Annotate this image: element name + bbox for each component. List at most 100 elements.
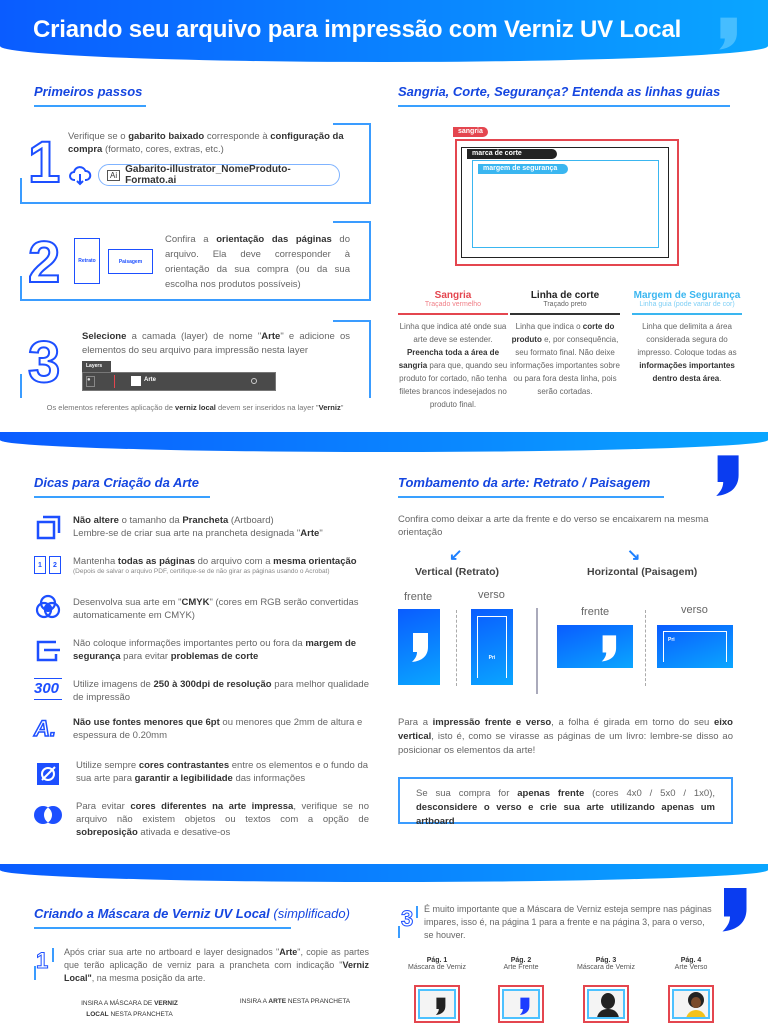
legend-body: Linha que delimita a área considerada se… xyxy=(632,315,742,385)
tip-resolution: Utilize imagens de 250 à 300dpi de resol… xyxy=(73,678,369,704)
legend-body: Linha que indica até onde sua arte deve … xyxy=(398,315,508,411)
emphasis-text: desconsidere o verso e crie sua arte uti… xyxy=(416,802,715,827)
emphasis-text: orientação das páginas xyxy=(216,234,332,245)
legend-seguranca: Margem de Segurança Linha guia (pode var… xyxy=(632,290,742,385)
font-glyph: A. xyxy=(33,715,57,742)
legend-title: Sangria xyxy=(434,290,472,301)
frame-line xyxy=(333,221,371,223)
tip-font-size: Não use fontes menores que 6pt ou menore… xyxy=(73,716,369,742)
tip-contrast: Utilize sempre cores contrastantes entre… xyxy=(76,759,372,785)
page-title-4: Pág. 4 xyxy=(680,957,702,964)
mascara-step-3-text: É muito importante que a Máscara de Vern… xyxy=(424,904,712,940)
text-segment: , a folha é girada em torno do seu xyxy=(551,717,714,728)
bleed-line-box xyxy=(455,139,679,266)
layers-tab[interactable]: Layers xyxy=(82,361,111,372)
resolution-icon: 300 xyxy=(34,678,62,700)
emphasis-text: gabarito baixado xyxy=(128,131,205,142)
emphasis-text: verniz local xyxy=(175,403,216,412)
marca-de-corte-tag: marca de corte xyxy=(467,149,557,159)
frame-line xyxy=(20,299,371,301)
brand-comma-logo xyxy=(409,631,429,663)
vertical-back-card: Pri xyxy=(471,609,513,685)
tip-artboard: Não altere o tamanho da Prancheta (Artbo… xyxy=(73,514,369,540)
text-segment: Linha que indica até onde sua arte deve … xyxy=(399,322,507,344)
text-segment: Confira a xyxy=(165,234,217,245)
text-segment: , isto é, como se virasse as páginas de … xyxy=(398,731,733,756)
page-title-2: Pág. 2 xyxy=(510,957,532,964)
legend-corte: Linha de corte Traçado preto Linha que i… xyxy=(510,290,620,398)
text-segment: " xyxy=(319,528,323,539)
emphasis-text: cores contrastantes xyxy=(138,760,230,771)
text-segment: (Artboard) Lembre-se de criar sua arte n… xyxy=(73,515,301,539)
frame-line xyxy=(333,320,371,322)
page-2-glyph: 2 xyxy=(49,556,61,574)
text-segment: ou menores que 2mm de altura e espessura… xyxy=(73,717,363,741)
step-number-2: 2 xyxy=(27,230,61,295)
mascara-step-1-number: 1 xyxy=(35,948,49,973)
page-title: Criando seu arquivo para impressão com V… xyxy=(33,16,682,43)
emphasis-text: todas as páginas xyxy=(117,556,195,567)
text-segment: , verifique se no arquivo não existem ob… xyxy=(76,801,369,825)
emphasis-text: Não altere xyxy=(73,515,119,526)
layer-row-arte[interactable]: ● Arte xyxy=(82,372,276,391)
emphasis-text: Prancheta xyxy=(182,515,229,526)
emphasis-text: Selecione xyxy=(82,331,127,342)
section-title-mascara: Criando a Máscara de Verniz UV Local (si… xyxy=(34,906,350,929)
text-segment: INSIRA A MÁSCARA DE xyxy=(81,1000,155,1007)
text-segment: do arquivo com a xyxy=(195,556,274,567)
template-file-name: Ai Gabarito-illustrator_NomeProduto-Form… xyxy=(98,164,340,186)
tip-overprint: Para evitar cores diferentes na arte imp… xyxy=(76,800,369,839)
page-title-1: Pág. 1 xyxy=(426,957,448,964)
emphasis-text: VERNIZ LOCAL xyxy=(86,1000,178,1018)
emphasis-text: Arte xyxy=(261,331,281,342)
cut-line-box xyxy=(461,147,669,258)
text-segment: " xyxy=(340,403,344,412)
emphasis-text: garantir a legibilidade xyxy=(134,773,233,784)
font-size-icon: A. xyxy=(33,715,62,744)
horizontal-label: Horizontal (Paisagem) xyxy=(587,566,698,578)
margem-de-seguranca-tag: margem de segurança xyxy=(478,164,568,174)
step-number-3: 3 xyxy=(27,330,61,395)
layer-thumbnail xyxy=(131,376,141,386)
illustrator-file-icon: Ai xyxy=(107,169,121,181)
vertical-verso-label: verso xyxy=(478,589,505,601)
arrow-down-left-icon: ↙ xyxy=(449,547,463,564)
text-segment: Linha que indica o xyxy=(515,322,583,331)
arrow-down-right-icon: ↘ xyxy=(627,547,641,564)
brand-comma-logo xyxy=(712,452,740,498)
emphasis-text: configuração da compra xyxy=(68,131,344,155)
tombamento-intro: Confira como deixar a arte da frente e d… xyxy=(398,514,709,538)
text-segment: Desenvolva sua arte em " xyxy=(73,597,182,608)
frame-line xyxy=(369,221,371,301)
text-segment: para melhor qualidade de impressão xyxy=(73,679,369,703)
column-divider xyxy=(536,608,538,694)
page-title-3: Pág. 3 xyxy=(595,957,617,964)
tip-note: (Depois de salvar o arquivo PDF, certifi… xyxy=(73,568,330,575)
eye-icon[interactable]: ● xyxy=(86,376,95,387)
emphasis-text: impressão frente e verso xyxy=(432,717,552,728)
sangria-tag: sangria xyxy=(453,127,488,137)
emphasis-text: Arte xyxy=(279,947,298,957)
frame-line xyxy=(369,123,371,204)
emphasis-text: informações importantes dentro desta áre… xyxy=(639,361,735,383)
brand-comma-logo xyxy=(716,14,738,52)
legend-subtitle: Traçado preto xyxy=(543,301,587,308)
frame-line xyxy=(416,906,418,918)
brand-comma-logo xyxy=(599,633,617,663)
text-segment: ativada e desative-os xyxy=(137,827,231,838)
contrast-icon xyxy=(37,763,59,785)
layer-color-bar xyxy=(114,375,115,388)
text-segment: Linha que delimita a área considerada se… xyxy=(637,322,737,357)
text-segment: . xyxy=(719,374,722,383)
section-title-tombamento: Tombamento da arte: Retrato / Paisagem xyxy=(398,475,664,498)
step-1-text: Verifique se o gabarito baixado correspo… xyxy=(68,130,353,156)
text-segment: para que, quando seu produto for cortado… xyxy=(399,361,508,409)
horizontal-front-card xyxy=(557,625,633,668)
layer-name: Arte xyxy=(144,377,157,383)
verniz-layer-caption: Os elementos referentes aplicação de ver… xyxy=(20,403,370,412)
legend-title: Linha de corte xyxy=(530,290,600,301)
target-icon[interactable] xyxy=(251,378,257,384)
rotation-axis xyxy=(456,610,457,686)
